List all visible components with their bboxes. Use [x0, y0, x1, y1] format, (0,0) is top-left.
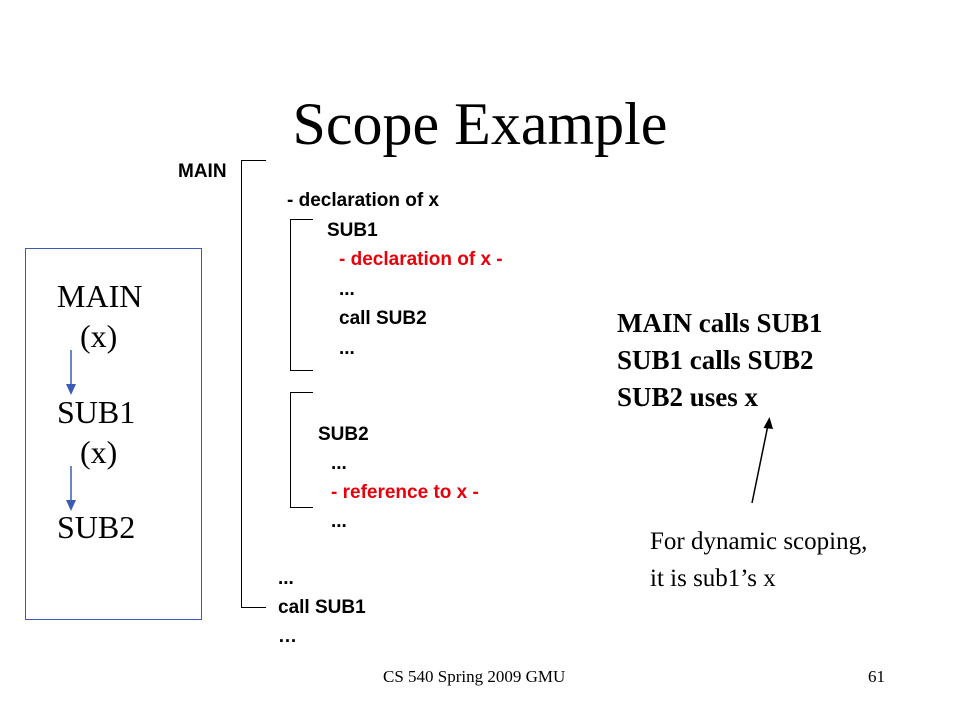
hierarchy-sub1-x: (x)	[80, 434, 118, 470]
code-sub2-ellipsis-1: ...	[331, 453, 347, 474]
note-arrow	[751, 417, 773, 504]
main-scope-bracket	[241, 160, 266, 608]
hierarchy-sub2: SUB2	[57, 509, 136, 545]
hierarchy-arrows	[66, 350, 76, 511]
code-sub1-ellipsis-2: ...	[339, 338, 355, 359]
code-main-label: MAIN	[178, 161, 227, 182]
code-sub1-declaration: - declaration of x -	[339, 249, 503, 270]
sub2-scope-bracket	[290, 392, 313, 508]
sub1-to-sub2-arrowhead	[66, 500, 76, 511]
code-sub1-call-sub2: call SUB2	[339, 308, 427, 329]
code-sub2-reference: - reference to x -	[331, 482, 479, 503]
code-main-ellipsis-2: …	[278, 626, 297, 647]
slide-title: Scope Example	[292, 91, 668, 157]
hierarchy-main-x: (x)	[80, 318, 118, 354]
code-main-ellipsis-1: ...	[278, 568, 294, 589]
code-main-declaration: - declaration of x	[287, 190, 440, 211]
hierarchy-main: MAIN	[57, 278, 143, 314]
code-sub1-label: SUB1	[327, 220, 378, 241]
call-chain-line-2: SUB1 calls SUB2	[617, 345, 814, 375]
call-chain-line-1: MAIN calls SUB1	[617, 308, 823, 338]
hierarchy-sub1: SUB1	[57, 394, 136, 430]
footer-page-number: 61	[868, 667, 885, 686]
hierarchy-box	[25, 248, 202, 620]
call-chain-line-3: SUB2 uses x	[617, 382, 759, 412]
code-sub2-label: SUB2	[318, 424, 369, 445]
note-line-1: For dynamic scoping,	[650, 528, 868, 555]
main-to-sub1-arrowhead	[66, 384, 76, 395]
code-sub2-ellipsis-2: ...	[331, 511, 347, 532]
note-line-2: it is sub1’s x	[650, 565, 776, 592]
code-sub1-ellipsis-1: ...	[339, 279, 355, 300]
sub1-scope-bracket	[290, 219, 313, 371]
code-main-call-sub1: call SUB1	[278, 597, 366, 618]
footer-course: CS 540 Spring 2009 GMU	[383, 667, 566, 686]
note-arrowhead	[763, 417, 773, 429]
